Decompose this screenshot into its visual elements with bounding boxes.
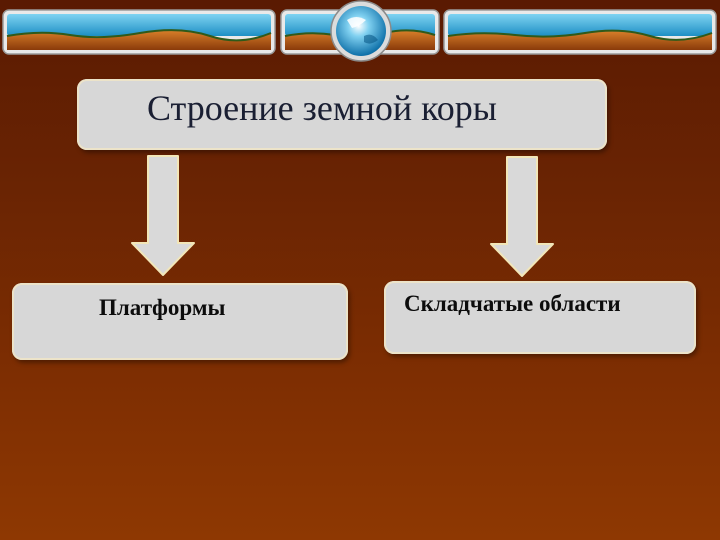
arrow-down-left — [131, 155, 195, 276]
banner-panel-left — [2, 9, 276, 55]
root-label: Строение земной коры — [147, 88, 497, 128]
child-label-platforms: Платформы — [99, 295, 226, 320]
arrow-down-right — [490, 156, 554, 277]
globe-icon — [330, 0, 392, 62]
root-box: Строение земной коры — [77, 79, 607, 150]
banner-panel-right — [443, 9, 717, 55]
child-box-platforms: Платформы — [12, 283, 348, 360]
child-label-fold-regions: Складчатые области — [404, 291, 621, 316]
decorative-top-banner — [2, 0, 717, 62]
banner-panel-center — [280, 9, 440, 55]
child-box-fold-regions: Складчатые области — [384, 281, 696, 354]
